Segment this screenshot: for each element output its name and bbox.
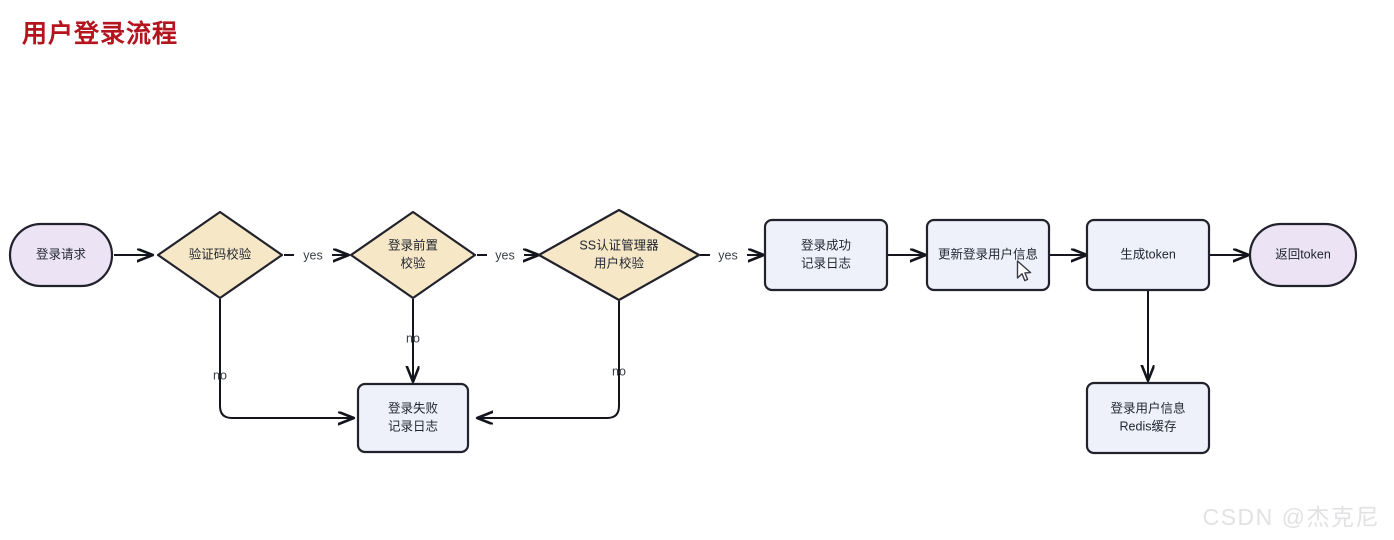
node-label-loginfail-0: 登录失败 (388, 400, 439, 415)
edge-line (478, 301, 620, 418)
node-label-loginok-0: 登录成功 (801, 237, 851, 252)
node-label-rettoken: 返回token (1275, 247, 1331, 261)
node-label-precheck-1: 校验 (400, 255, 426, 270)
node-label-gentoken: 生成token (1120, 247, 1176, 261)
csdn-watermark: CSDN @杰克尼 (1202, 504, 1380, 530)
edge-label-yes-2: yes (495, 248, 514, 262)
process-shape[interactable] (1085, 381, 1211, 455)
node-label-rediscache-0: 登录用户信息 (1110, 400, 1185, 415)
terminal-shape[interactable] (8, 222, 114, 288)
node-label-precheck-0: 登录前置 (388, 237, 438, 252)
node-label-ssauth-0: SS认证管理器 (579, 237, 659, 252)
edge-captcha-to-loginfail: no (213, 299, 353, 418)
node-label-start: 登录请求 (36, 246, 87, 261)
node-gentoken[interactable]: 生成token (1085, 218, 1211, 292)
node-label-updateuser: 更新登录用户信息 (938, 246, 1038, 261)
decision-shape[interactable] (156, 210, 284, 300)
terminal-shape[interactable] (1248, 222, 1358, 288)
node-label-loginfail-1: 记录日志 (388, 419, 438, 433)
edge-ssauth-to-loginfail: no (478, 301, 626, 418)
node-label-rediscache-1: Redis缓存 (1120, 419, 1177, 433)
page-title: 用户登录流程 (22, 20, 179, 48)
process-shape[interactable] (1085, 218, 1211, 292)
node-rediscache[interactable]: 登录用户信息 Redis缓存 (1085, 381, 1211, 455)
edge-precheck-to-ssauth: yes (477, 248, 538, 262)
decision-shape[interactable] (537, 208, 701, 302)
edges-layer: yes yes yes no no no (114, 248, 1248, 418)
edge-label-no-10: no (612, 364, 626, 378)
edge-label-no-8: no (213, 368, 227, 382)
node-label-captcha: 验证码校验 (189, 246, 252, 261)
edge-precheck-to-loginfail: no (406, 299, 420, 381)
edge-captcha-to-precheck: yes (284, 248, 348, 262)
nodes-layer: 登录请求验证码校验登录前置校验SS认证管理器用户校验登录成功记录日志更新登录用户… (8, 208, 1358, 455)
node-captcha[interactable]: 验证码校验 (156, 210, 284, 300)
node-updateuser[interactable]: 更新登录用户信息 (925, 218, 1051, 292)
decision-shape[interactable] (349, 210, 477, 300)
edge-label-no-9: no (406, 331, 420, 345)
node-label-loginok-1: 记录日志 (801, 256, 851, 270)
edge-label-yes-3: yes (718, 248, 737, 262)
edge-label-yes-1: yes (303, 248, 322, 262)
process-shape[interactable] (356, 382, 470, 454)
node-start[interactable]: 登录请求 (8, 222, 114, 288)
edge-ssauth-to-loginok: yes (700, 248, 763, 262)
node-rettoken[interactable]: 返回token (1248, 222, 1358, 288)
node-label-ssauth-1: 用户校验 (594, 255, 645, 270)
edge-line (219, 299, 353, 418)
process-shape[interactable] (763, 218, 889, 292)
